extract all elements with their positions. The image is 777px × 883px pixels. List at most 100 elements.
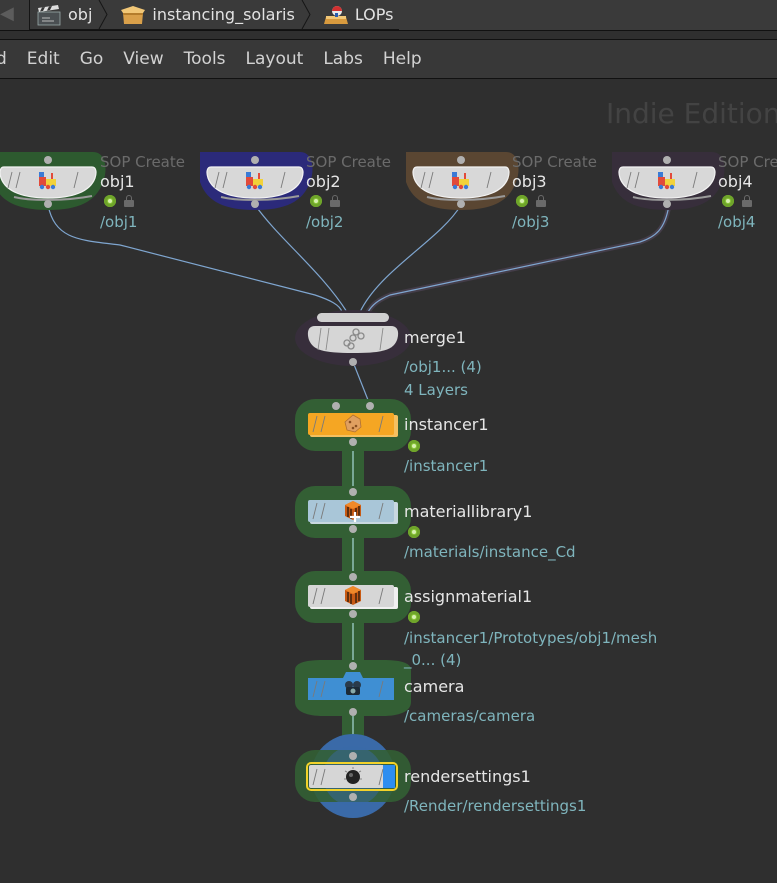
crumb-label: obj [68, 5, 93, 24]
instancer-icon [344, 414, 362, 433]
node-type-label: SOP Create [100, 153, 185, 171]
output-connector[interactable] [44, 200, 52, 208]
menu-item-help[interactable]: Help [382, 49, 422, 69]
lock-icon[interactable] [330, 195, 340, 207]
output-connector[interactable] [349, 793, 357, 801]
node-info-label: /instancer1/Prototypes/obj1/mesh [404, 629, 658, 647]
node-name-label[interactable]: instancer1 [404, 415, 489, 434]
camera-icon [345, 681, 361, 695]
display-flag-icon[interactable] [310, 195, 322, 207]
menu-item-file-partial[interactable]: d [0, 49, 7, 69]
back-arrow-icon[interactable]: ◀ [0, 3, 14, 24]
node-info-label: _0... (4) [404, 651, 462, 669]
crumb-separator-icon [98, 0, 108, 29]
output-connector[interactable] [349, 708, 357, 716]
wire-obj4-merge1[interactable] [367, 204, 670, 313]
node-merge1[interactable] [295, 310, 411, 366]
display-flag-icon[interactable] [408, 611, 420, 623]
output-connector[interactable] [349, 358, 357, 366]
input-connector[interactable] [349, 752, 357, 760]
node-name-label[interactable]: camera [404, 677, 465, 696]
node-obj1[interactable] [0, 152, 106, 210]
box-icon [120, 4, 146, 26]
input-connector-2[interactable] [366, 402, 374, 410]
node-obj3[interactable] [406, 152, 519, 210]
crumb-lops[interactable]: LOPs [317, 0, 400, 29]
indie-edition-watermark: Indie Edition [606, 97, 777, 130]
node-path-label: /obj4 [718, 213, 756, 231]
display-flag[interactable] [383, 765, 395, 788]
output-connector[interactable] [349, 610, 357, 618]
input-connector[interactable] [44, 156, 52, 164]
lock-icon[interactable] [742, 195, 752, 207]
node-info-label: 4 Layers [404, 381, 468, 399]
node-rendersettings1[interactable] [295, 734, 411, 818]
network-path-bar: ◀ obj instancing_solaris LOPs [0, 0, 777, 31]
crumb-label: LOPs [354, 5, 394, 24]
menu-bar: d Edit Go View Tools Layout Labs Help [0, 39, 777, 79]
input-connector[interactable] [457, 156, 465, 164]
render-settings-icon [344, 767, 362, 784]
wire-merge1-instancer1[interactable] [352, 361, 371, 406]
node-name-label[interactable]: obj3 [512, 172, 547, 191]
node-info-label: /materials/instance_Cd [404, 543, 576, 561]
crumb-separator-icon [301, 0, 311, 29]
node-type-label: SOP Create [306, 153, 391, 171]
node-info-label: /obj1... (4) [404, 358, 482, 376]
node-name-label[interactable]: merge1 [404, 328, 466, 347]
output-connector[interactable] [457, 200, 465, 208]
node-instancer1[interactable] [295, 399, 411, 451]
wire-obj1-merge1[interactable] [47, 204, 343, 313]
input-connector[interactable] [251, 156, 259, 164]
menu-item-layout[interactable]: Layout [245, 49, 304, 69]
assign-material-icon [344, 585, 362, 606]
node-name-label[interactable]: rendersettings1 [404, 767, 531, 786]
input-connector[interactable] [349, 488, 357, 496]
menu-item-edit[interactable]: Edit [26, 49, 60, 69]
input-connector[interactable] [349, 662, 357, 670]
wire-obj3-merge1[interactable] [359, 204, 462, 313]
menu-item-go[interactable]: Go [79, 49, 104, 69]
node-name-label[interactable]: obj1 [100, 172, 135, 191]
crumb-label: instancing_solaris [152, 5, 295, 24]
input-connector[interactable] [349, 573, 357, 581]
display-flag-icon[interactable] [516, 195, 528, 207]
node-info-label: /instancer1 [404, 457, 489, 475]
node-body[interactable] [307, 326, 399, 353]
lop-network-icon [323, 4, 349, 26]
menu-item-view[interactable]: View [123, 49, 164, 69]
node-path-label: /obj2 [306, 213, 344, 231]
wire-obj2-merge1[interactable] [254, 204, 348, 313]
node-obj2[interactable] [200, 152, 313, 210]
display-flag-icon[interactable] [722, 195, 734, 207]
display-flag-icon[interactable] [104, 195, 116, 207]
node-path-label: /obj3 [512, 213, 550, 231]
menu-item-labs[interactable]: Labs [323, 49, 363, 69]
selection-outline [306, 762, 398, 791]
node-obj4[interactable] [612, 152, 725, 210]
input-connector[interactable] [663, 156, 671, 164]
crumb-obj[interactable]: obj [30, 0, 114, 29]
output-connector[interactable] [663, 200, 671, 208]
node-name-label[interactable]: materiallibrary1 [404, 502, 533, 521]
lock-icon[interactable] [124, 195, 134, 207]
node-materiallibrary1[interactable] [295, 486, 411, 538]
breadcrumb: obj instancing_solaris LOPs [29, 0, 400, 30]
node-info-label: /cameras/camera [404, 707, 536, 725]
output-connector[interactable] [251, 200, 259, 208]
output-connector[interactable] [349, 438, 357, 446]
node-path-label: /obj1 [100, 213, 138, 231]
lock-icon[interactable] [536, 195, 546, 207]
node-type-label: SOP Create [512, 153, 597, 171]
input-connector-1[interactable] [332, 402, 340, 410]
crumb-instancing-solaris[interactable]: instancing_solaris [114, 0, 316, 29]
node-assignmaterial1[interactable] [295, 571, 411, 623]
node-camera[interactable] [295, 660, 411, 716]
menu-item-tools[interactable]: Tools [183, 49, 226, 69]
output-connector[interactable] [349, 525, 357, 533]
display-flag-icon[interactable] [408, 440, 420, 452]
node-name-label[interactable]: obj4 [718, 172, 753, 191]
display-flag-icon[interactable] [408, 526, 420, 538]
node-name-label[interactable]: assignmaterial1 [404, 587, 533, 606]
node-name-label[interactable]: obj2 [306, 172, 341, 191]
